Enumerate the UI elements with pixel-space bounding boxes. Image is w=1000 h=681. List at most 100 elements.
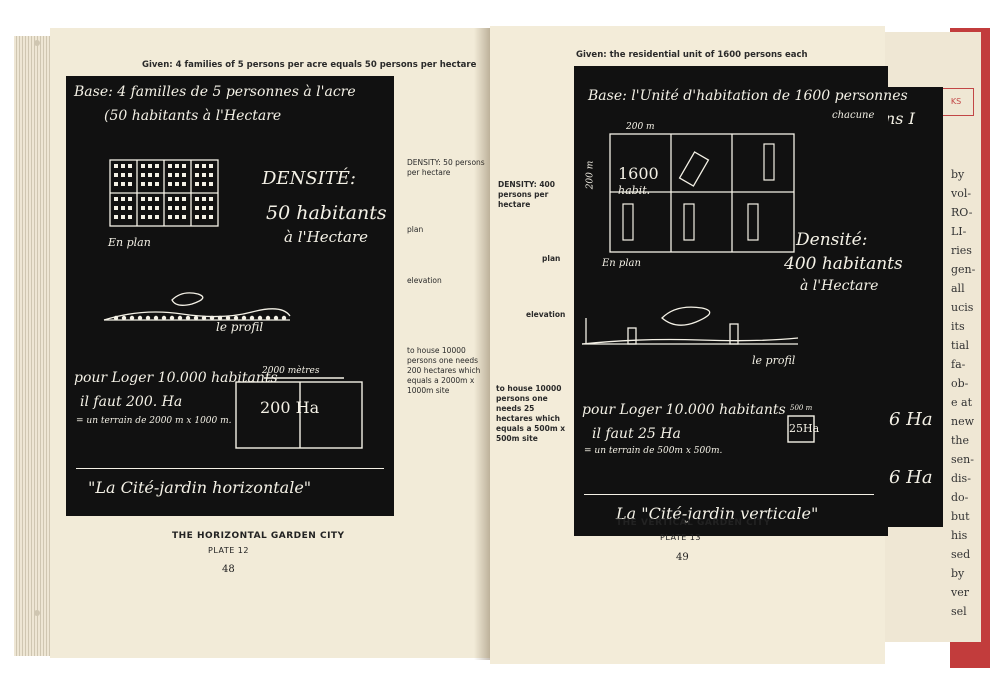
house-dot <box>195 206 199 210</box>
house-dot <box>141 182 145 186</box>
house-bump <box>177 315 183 321</box>
right-dens-val1: 400 habitants <box>784 254 903 274</box>
house-dot <box>195 182 199 186</box>
right-title: THE VERTICAL GARDEN CITY <box>616 518 771 528</box>
left-loger2: il faut 200. Ha <box>80 394 183 410</box>
right-loger2: il faut 25 Ha <box>592 426 681 442</box>
margin-word: gen- <box>951 263 976 276</box>
house-dot <box>114 182 118 186</box>
right-dim-top: 200 m <box>626 122 655 132</box>
house-bump <box>113 315 119 321</box>
left-base-line2: (50 habitants à l'Hectare <box>104 108 282 124</box>
house-dot <box>148 206 152 210</box>
house-bump <box>201 315 207 321</box>
house-bump <box>217 315 223 321</box>
right-unit-num: 1600 <box>618 164 659 183</box>
margin-word: tial <box>951 339 970 352</box>
margin-word: dis- <box>951 472 971 485</box>
house-dot <box>128 164 132 168</box>
house-dot <box>148 197 152 201</box>
left-page: Given: 4 families of 5 persons per acre … <box>50 28 490 658</box>
left-cite: "La Cité-jardin horizontale" <box>88 478 312 497</box>
left-heading: Given: 4 families of 5 persons per acre … <box>142 60 477 70</box>
margin-word: vol- <box>951 187 972 200</box>
house-bump <box>225 315 231 321</box>
house-dot <box>202 182 206 186</box>
house-dot <box>182 164 186 168</box>
house-dot <box>114 173 118 177</box>
house-dot <box>141 173 145 177</box>
house-dot <box>209 197 213 201</box>
margin-word: LI- <box>951 225 967 238</box>
house-dot <box>168 182 172 186</box>
house-dot <box>168 173 172 177</box>
house-dot <box>195 215 199 219</box>
right-loger1: pour Loger 10.000 habitants <box>582 402 786 418</box>
left-plate: PLATE 12 <box>208 546 249 555</box>
margin-word: e at <box>951 396 972 409</box>
right-cap-house: to house 10000 persons one needs 25 hect… <box>496 384 566 443</box>
house-dot <box>148 182 152 186</box>
margin-word: sen- <box>951 453 974 466</box>
right-unit-hab: habit. <box>618 184 651 197</box>
margin-word: ver <box>951 586 969 599</box>
house-dot <box>175 164 179 168</box>
house-bump <box>265 315 271 321</box>
margin-word: new <box>951 415 975 428</box>
house-dot <box>202 197 206 201</box>
house-bump <box>233 315 239 321</box>
left-metres: 2000 mètres <box>262 366 320 376</box>
house-dot <box>168 164 172 168</box>
margin-word: ries <box>951 244 972 257</box>
right-cap-density: DENSITY: 400 persons per hectare <box>498 180 555 209</box>
house-dot <box>121 182 125 186</box>
left-plan-grid-sketch <box>109 159 219 227</box>
back-chalk-2: 6 Ha <box>889 409 933 430</box>
house-dot <box>155 197 159 201</box>
right-cite: La "Cité-jardin verticale" <box>616 504 819 523</box>
house-dot <box>168 215 172 219</box>
house-bump <box>249 315 255 321</box>
house-dot <box>175 206 179 210</box>
left-base-line1: Base: 4 familles de 5 personnes à l'acre <box>74 84 356 100</box>
left-cap-plan: plan <box>407 225 424 234</box>
house-dot <box>121 164 125 168</box>
house-dot <box>128 215 132 219</box>
house-dot <box>182 173 186 177</box>
right-box-text: 25Ha <box>789 422 820 435</box>
house-dot <box>148 215 152 219</box>
right-heading: Given: the residential unit of 1600 pers… <box>576 50 808 60</box>
house-dot <box>121 206 125 210</box>
right-terrain: = un terrain de 500m x 500m. <box>584 446 723 456</box>
house-dot <box>141 206 145 210</box>
house-dot <box>195 173 199 177</box>
house-dot <box>141 215 145 219</box>
left-terrain: = un terrain de 2000 m x 1000 m. <box>76 416 232 426</box>
margin-word: sel <box>951 605 967 618</box>
right-page-number: 49 <box>676 552 689 563</box>
house-dot <box>155 215 159 219</box>
margin-word: by <box>951 567 965 580</box>
house-bump <box>273 315 279 321</box>
right-cap-plan: plan <box>542 254 561 263</box>
house-dot <box>141 164 145 168</box>
house-bump <box>241 315 247 321</box>
back-blackboard: ns I 6 Ha 6 Ha <box>881 87 943 527</box>
house-dot <box>121 173 125 177</box>
margin-word: its <box>951 320 965 333</box>
house-bump <box>281 315 287 321</box>
margin-word: all <box>951 282 965 295</box>
back-chalk-1: ns I <box>885 109 915 128</box>
house-dot <box>175 173 179 177</box>
house-bump <box>153 315 159 321</box>
margin-word: his <box>951 529 968 542</box>
back-chalk-3: 6 Ha <box>889 467 933 488</box>
house-dot <box>121 197 125 201</box>
left-box-text: 200 Ha <box>260 398 320 417</box>
right-dim-side: 200 m <box>585 160 596 190</box>
left-loger1: pour Loger 10.000 habitants <box>74 370 278 386</box>
house-dot <box>141 197 145 201</box>
left-cap-density: DENSITY: 50 persons per hectare <box>407 158 485 177</box>
